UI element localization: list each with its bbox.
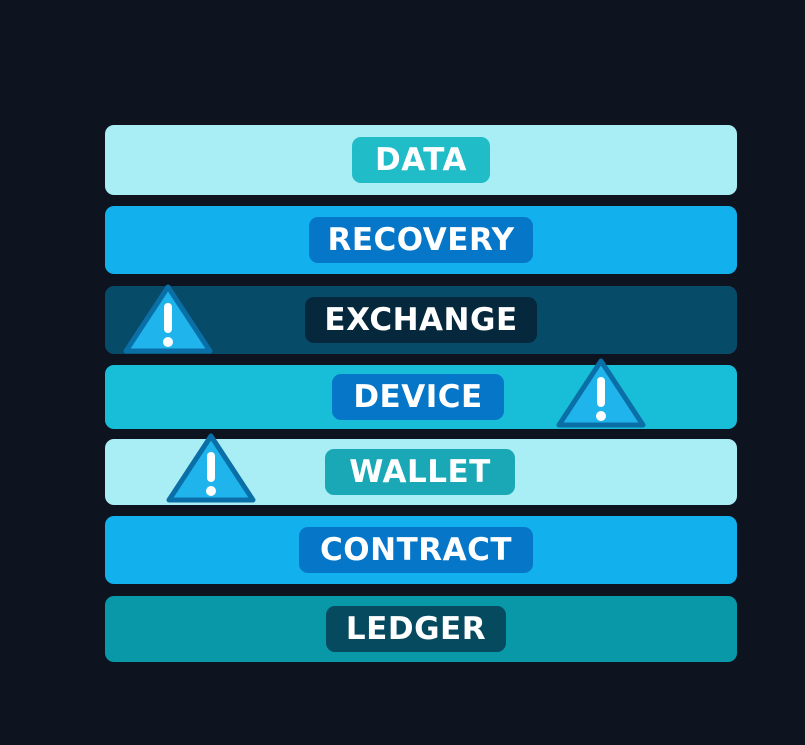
layer-data: DATA <box>105 125 737 195</box>
warning-triangle-icon <box>553 355 649 431</box>
warning-triangle-icon <box>163 430 259 506</box>
layer-recovery-label: RECOVERY <box>309 217 533 263</box>
layer-exchange: EXCHANGE <box>105 286 737 354</box>
warning-triangle-icon <box>120 281 216 357</box>
layer-wallet-label: WALLET <box>325 449 515 495</box>
layer-data-label: DATA <box>352 137 490 183</box>
layer-contract-label: CONTRACT <box>299 527 533 573</box>
layer-ledger: LEDGER <box>105 596 737 662</box>
layer-device: DEVICE <box>105 365 737 429</box>
layer-device-label: DEVICE <box>332 374 504 420</box>
layer-ledger-label: LEDGER <box>326 606 506 652</box>
layer-contract: CONTRACT <box>105 516 737 584</box>
layer-exchange-label: EXCHANGE <box>305 297 537 343</box>
layer-recovery: RECOVERY <box>105 206 737 274</box>
